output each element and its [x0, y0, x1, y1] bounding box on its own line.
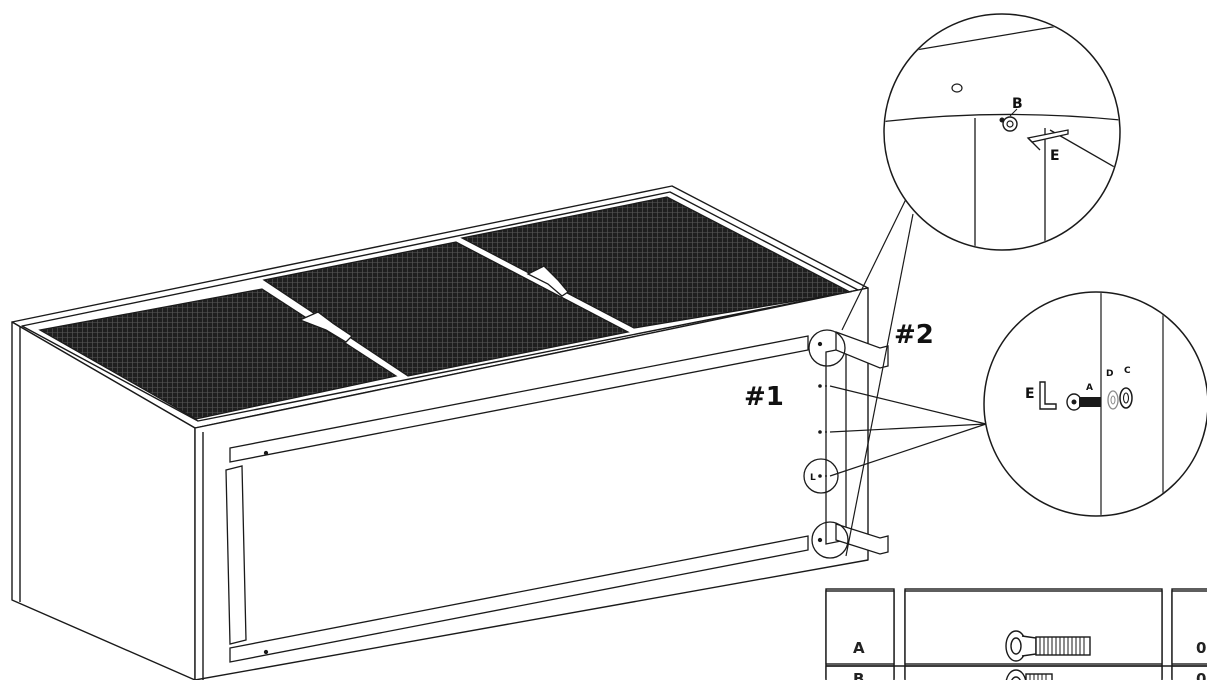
step-label-1: #1: [744, 382, 784, 412]
step-label-2: #2: [894, 320, 934, 350]
long-bolt-icon: [1005, 630, 1091, 662]
washer-d-icon: [1107, 390, 1119, 410]
hole-marker-label: L: [810, 473, 816, 483]
callout-top: B E: [883, 13, 1121, 251]
front-frame: [225, 335, 847, 663]
handle-right: [526, 265, 569, 297]
rail-top: [229, 335, 809, 463]
handle-left: [298, 311, 354, 343]
parts-row-b-letter: B: [853, 670, 864, 680]
brace-bottom: [835, 523, 889, 555]
nut-c-icon: [1119, 387, 1133, 409]
rail-bottom: [229, 535, 809, 663]
detail-circle-middle: [803, 458, 839, 494]
lid-panel-middle: [262, 241, 630, 377]
cabinet-front-panel: [194, 287, 869, 681]
callout-side-label-c: C: [1124, 366, 1131, 376]
side-braces: [835, 331, 889, 555]
detail-circle-bottom: [811, 521, 849, 559]
callout-top-label-b: B: [1012, 96, 1023, 112]
lid-handles: [298, 265, 569, 343]
hex-key-icon: [1039, 381, 1057, 410]
callout-top-label-e: E: [1050, 148, 1060, 164]
brace-top: [835, 331, 889, 369]
post-right: [825, 347, 847, 545]
callout-side-label-a: A: [1086, 383, 1093, 393]
hex-key-icon: [1026, 129, 1069, 151]
parts-row-b-qty: 0: [1196, 670, 1206, 680]
callout-side-label-e: E: [1025, 386, 1035, 402]
detail-circle-top: [808, 329, 846, 367]
post-left: [225, 465, 247, 645]
detail-markers: [803, 329, 849, 559]
parts-row-a-qty: 0: [1196, 639, 1206, 657]
callout-side-label-d: D: [1106, 369, 1113, 379]
bolt-a-icon: [1066, 393, 1101, 411]
post-holes: [818, 384, 827, 478]
lid-panel-right: [460, 196, 852, 329]
parts-row-a-letter: A: [853, 639, 865, 657]
leader-lines: [829, 196, 987, 557]
callout-side: E A D C: [983, 291, 1207, 517]
bolt-b-head: [999, 116, 1018, 132]
